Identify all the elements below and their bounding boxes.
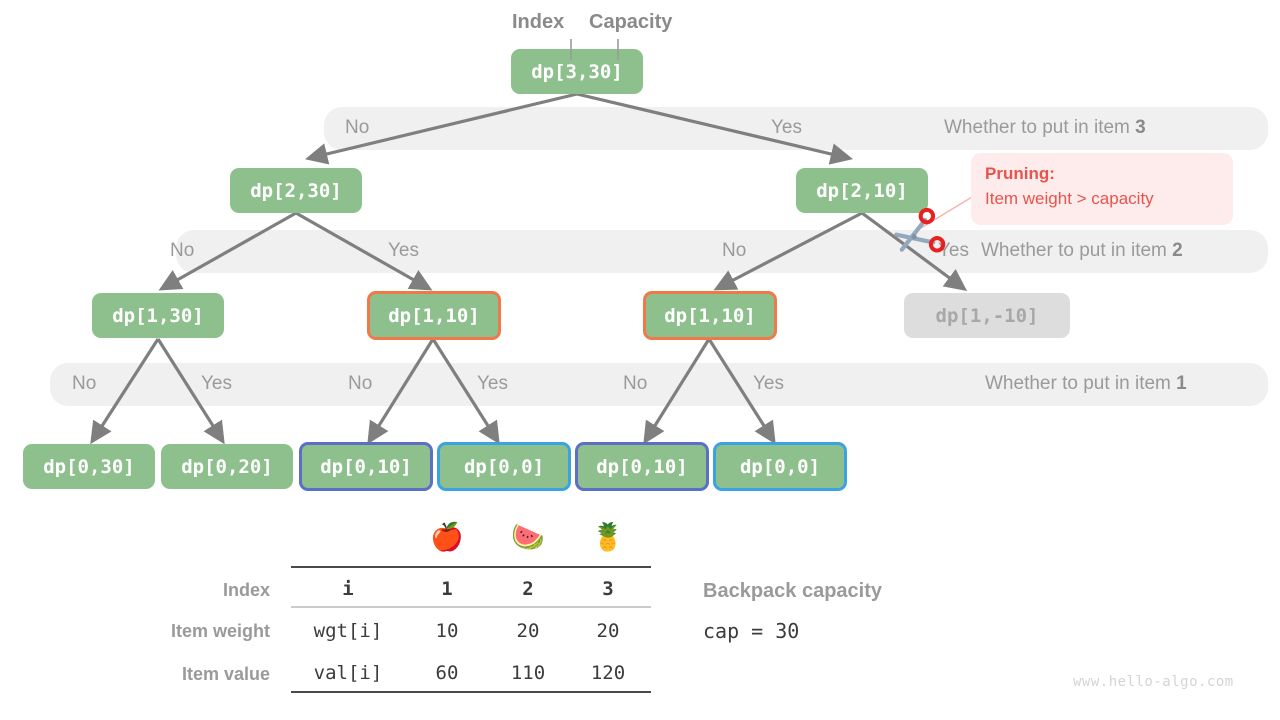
level1-yes1-label: Yes bbox=[201, 373, 232, 394]
level3-title: Whether to put in item 3 bbox=[944, 117, 1146, 139]
table-rule-mid bbox=[291, 606, 651, 608]
level2-title: Whether to put in item 2 bbox=[981, 240, 1183, 262]
pruning-title-colon: : bbox=[1049, 164, 1055, 183]
table-index-3: 3 bbox=[602, 578, 614, 600]
level2-no2-label: No bbox=[722, 240, 747, 261]
level3-yes-label: Yes bbox=[771, 117, 802, 138]
level1-yes3-label: Yes bbox=[753, 373, 784, 394]
level1-title: Whether to put in item 1 bbox=[985, 373, 1187, 395]
level2-yes2-label: Yes bbox=[938, 240, 969, 261]
level2-title-num: 2 bbox=[1172, 240, 1183, 261]
table-index-1: 1 bbox=[441, 578, 453, 600]
table-value-2: 110 bbox=[510, 662, 546, 684]
node-dp-1-10-right[interactable]: dp[1,10] bbox=[643, 291, 777, 340]
watermelon-emoji: 🍉 bbox=[511, 522, 545, 552]
table-key-val: val[i] bbox=[313, 662, 383, 684]
table-weight-1: 10 bbox=[435, 620, 459, 642]
level2-no1-label: No bbox=[170, 240, 195, 261]
level1-no3-label: No bbox=[623, 373, 648, 394]
watermark: www.hello-algo.com bbox=[1073, 674, 1234, 690]
pruning-callout: Pruning: Item weight > capacity bbox=[971, 153, 1233, 225]
backpack-capacity-value: cap = 30 bbox=[703, 619, 800, 643]
node-dp-0-0-right[interactable]: dp[0,0] bbox=[713, 442, 847, 491]
table-row-label-weight: Item weight bbox=[170, 621, 270, 641]
node-dp-0-0-left[interactable]: dp[0,0] bbox=[437, 442, 571, 491]
node-dp-0-10-left[interactable]: dp[0,10] bbox=[299, 442, 433, 491]
node-dp-0-20[interactable]: dp[0,20] bbox=[161, 444, 293, 489]
pruning-title-text: Pruning bbox=[985, 164, 1050, 183]
pruning-callout-body: Item weight > capacity bbox=[985, 188, 1154, 208]
table-rule-bottom bbox=[291, 691, 651, 693]
level2-yes1-label: Yes bbox=[388, 240, 419, 261]
table-value-1: 60 bbox=[435, 662, 459, 684]
table-rule-top bbox=[291, 566, 651, 568]
node-dp-2-30[interactable]: dp[2,30] bbox=[230, 168, 362, 213]
node-dp-0-30[interactable]: dp[0,30] bbox=[23, 444, 155, 489]
level3-no-label: No bbox=[345, 117, 370, 138]
level3-title-text: Whether to put in item bbox=[944, 117, 1136, 138]
table-weight-2: 20 bbox=[516, 620, 540, 642]
level3-title-num: 3 bbox=[1135, 117, 1146, 138]
backpack-capacity-title: Backpack capacity bbox=[703, 580, 883, 602]
header-capacity-label: Capacity bbox=[589, 11, 673, 33]
level1-title-text: Whether to put in item bbox=[985, 373, 1177, 394]
table-weight-3: 20 bbox=[596, 620, 620, 642]
level1-yes2-label: Yes bbox=[477, 373, 508, 394]
table-row-label-index: Index bbox=[222, 580, 270, 600]
table-key-wgt: wgt[i] bbox=[313, 620, 383, 642]
apple-emoji: 🍎 bbox=[430, 522, 464, 552]
node-dp-2-10[interactable]: dp[2,10] bbox=[796, 168, 928, 213]
table-value-3: 120 bbox=[590, 662, 626, 684]
node-dp-1-minus10-pruned: dp[1,-10] bbox=[904, 293, 1070, 338]
pruning-callout-title: Pruning: bbox=[985, 162, 1219, 187]
table-key-i: i bbox=[342, 578, 354, 600]
level1-no2-label: No bbox=[348, 373, 373, 394]
node-dp-1-10-left[interactable]: dp[1,10] bbox=[367, 291, 501, 340]
node-dp-1-30[interactable]: dp[1,30] bbox=[92, 293, 224, 338]
level1-title-num: 1 bbox=[1176, 373, 1187, 394]
level2-title-text: Whether to put in item bbox=[981, 240, 1173, 261]
node-dp-3-30[interactable]: dp[3,30] bbox=[511, 49, 643, 94]
node-dp-0-10-right[interactable]: dp[0,10] bbox=[575, 442, 709, 491]
level1-no1-label: No bbox=[72, 373, 97, 394]
header-index-label: Index bbox=[512, 11, 565, 33]
pineapple-emoji: 🍍 bbox=[591, 522, 625, 552]
table-index-2: 2 bbox=[522, 578, 534, 600]
table-row-label-value: Item value bbox=[181, 664, 270, 684]
